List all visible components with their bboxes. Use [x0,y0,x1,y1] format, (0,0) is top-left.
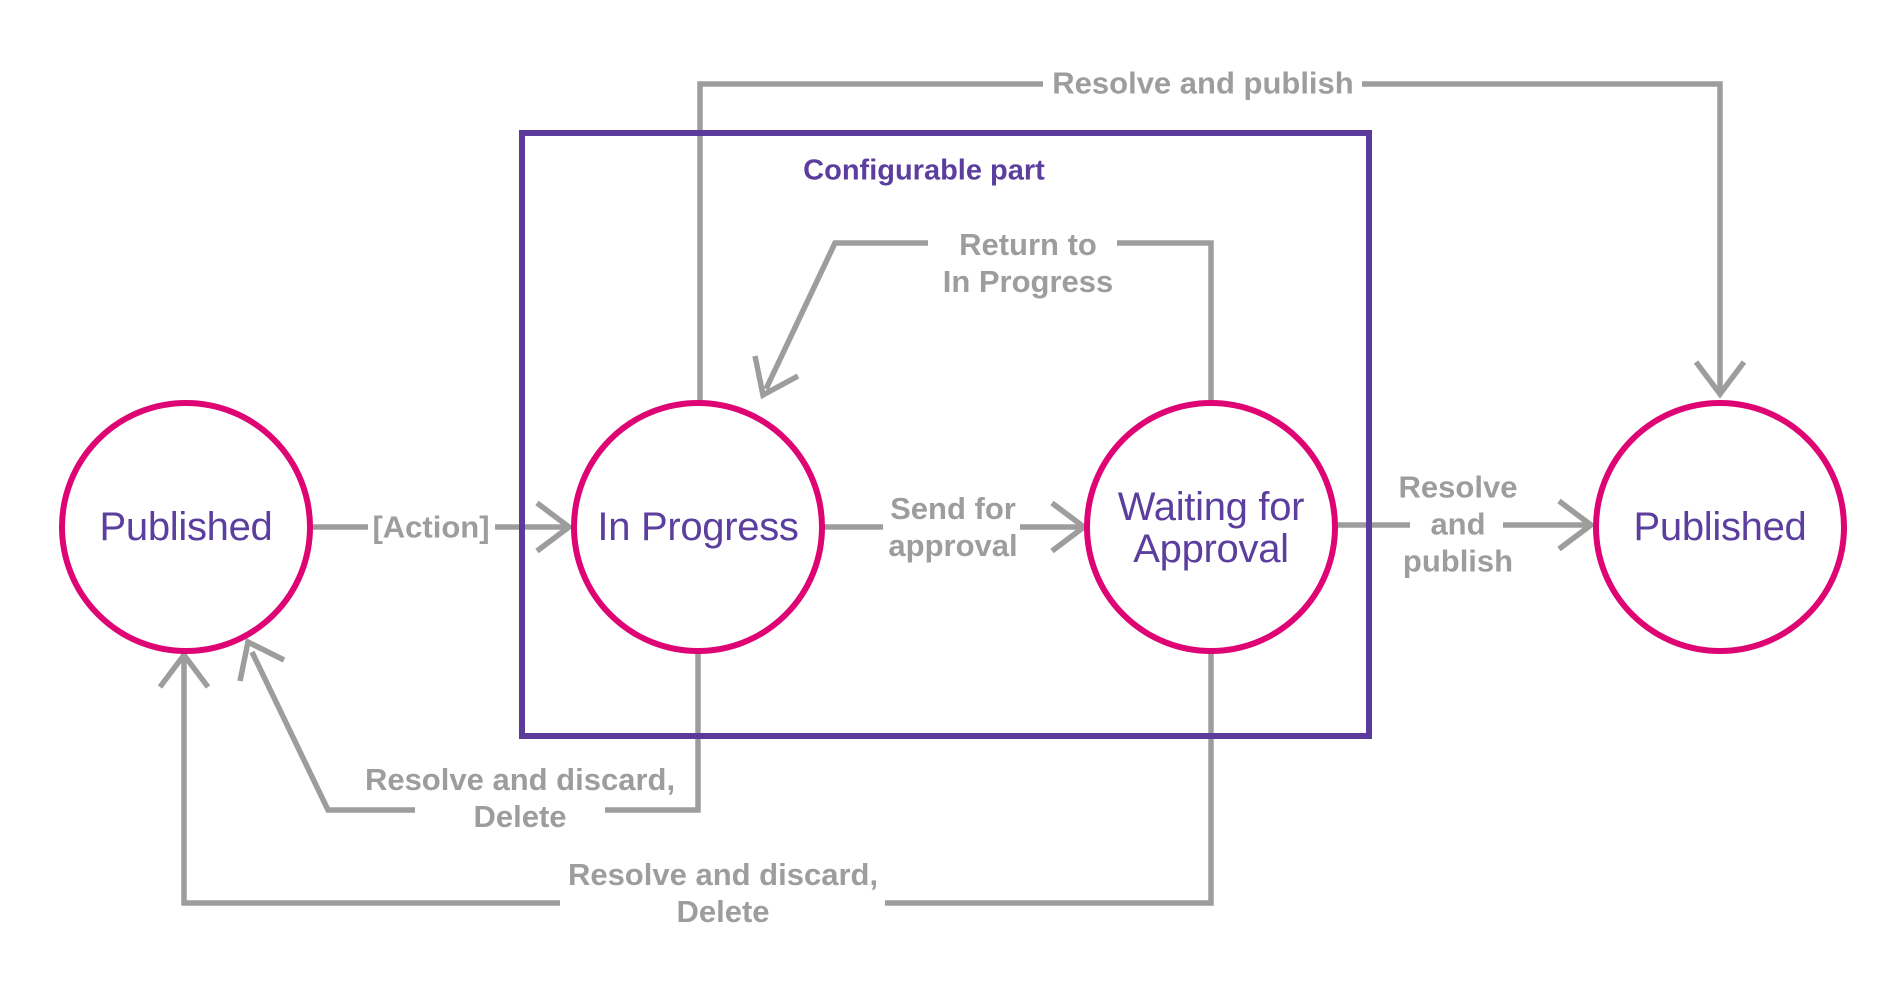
configurable-part-box [519,130,1372,739]
send-for-approval-line2: approval [888,528,1018,563]
transition-resolve-discard-inprogress-line [237,637,701,813]
arrowhead-down-left-icon [752,355,800,400]
transition-return-to-in-progress-line [752,240,1214,400]
transition-send-for-approval-label: Send for approval [888,490,1017,564]
state-in-progress-circle [571,400,825,654]
state-published-left-label: Published [99,505,273,549]
arrowhead-up-icon [157,650,211,689]
transition-resolve-publish-top-label: Resolve and publish [1052,65,1354,101]
resolve-publish-mid-line2: and [1430,506,1486,542]
arrowhead-right-icon [535,500,574,554]
state-waiting-line1: Waiting for [1117,485,1305,529]
arrowhead-down-icon [1693,360,1747,399]
return-to-line1: Return to [959,227,1097,262]
transition-resolve-publish-mid-label: Resolve and publish [1399,469,1518,580]
transition-return-to-in-progress-label: Return to In Progress [943,226,1114,300]
transition-resolve-publish-mid-line [1336,498,1596,552]
transition-resolve-publish-top-line [697,81,1747,405]
arrowhead-right-icon [1557,498,1596,552]
resolve-discard-1-line1: Resolve and discard, [364,762,676,797]
send-for-approval-line1: Send for [890,491,1016,526]
state-published-right-label: Published [1633,505,1807,549]
resolve-publish-mid-line1: Resolve [1398,469,1518,505]
transition-action-line [313,500,574,554]
transition-resolve-discard-waiting-label: Resolve and discard, Delete [568,856,878,930]
resolve-discard-2-line1: Resolve and discard, [567,857,879,892]
transition-action-label: [Action] [372,509,490,545]
state-waiting-for-approval-circle [1084,400,1338,654]
resolve-publish-mid-line3: publish [1402,543,1514,579]
transition-resolve-discard-inprogress-label: Resolve and discard, Delete [365,761,675,835]
return-to-line2: In Progress [942,264,1114,299]
arrowhead-up-left-icon [237,637,286,682]
state-published-right-circle [1593,400,1847,654]
resolve-discard-1-line2: Delete [473,799,567,834]
configurable-part-label: Configurable part [803,154,1045,187]
state-published-left-circle [59,400,313,654]
state-waiting-for-approval-label: Waiting for Approval [1117,485,1305,571]
resolve-discard-2-line2: Delete [676,894,770,929]
state-in-progress-label: In Progress [597,505,799,549]
state-waiting-line2: Approval [1133,527,1289,571]
